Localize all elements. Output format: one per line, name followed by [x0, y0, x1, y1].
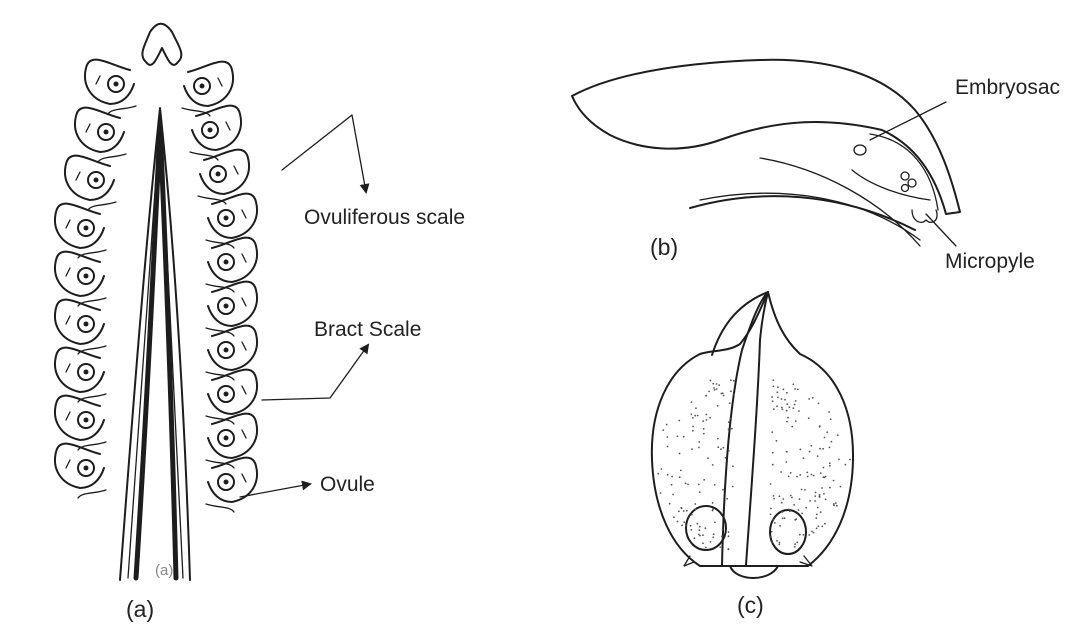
caption-b: (b) — [650, 236, 678, 259]
cone-axis — [120, 108, 190, 580]
panel-a-arrows — [240, 115, 368, 497]
left-scale-8 — [55, 396, 106, 450]
panel-b-scale — [572, 60, 960, 246]
embryosac-cell — [854, 145, 866, 155]
ovule-cell-1 — [901, 172, 909, 180]
integument-line — [852, 170, 930, 200]
label-ovuliferous-scale: Ovuliferous scale — [304, 207, 465, 228]
panel-c-scale — [652, 292, 853, 578]
micropyle-mark — [912, 210, 937, 222]
ovule-cell-2 — [908, 179, 916, 187]
micropyle-leader — [926, 214, 956, 246]
right-scale-4 — [206, 194, 257, 248]
base-notch — [730, 566, 778, 578]
right-scale-3 — [198, 150, 249, 204]
left-scale-1 — [85, 60, 136, 114]
base-tooth-right — [800, 556, 812, 566]
left-scale-9 — [55, 444, 106, 498]
ovuliferous-scale-arrow — [282, 115, 366, 192]
left-scale-6 — [55, 300, 106, 354]
caption-c: (c) — [737, 594, 764, 617]
left-scale-5 — [55, 252, 106, 306]
keel-right — [746, 292, 768, 565]
left-scale-7 — [55, 348, 106, 402]
label-embryosac: Embryosac — [955, 77, 1060, 98]
left-scale-column — [55, 60, 136, 498]
scale-body — [572, 60, 960, 214]
panel-a-cone — [55, 24, 368, 580]
right-scale-1 — [182, 62, 233, 116]
caption-a: (a) — [126, 598, 154, 621]
bract-line-1 — [690, 196, 915, 230]
left-scale-3 — [65, 156, 116, 210]
label-micropyle: Micropyle — [945, 251, 1035, 272]
label-bract-scale: Bract Scale — [314, 319, 421, 340]
embryosac-leader — [870, 102, 946, 140]
apical-scale — [142, 24, 181, 65]
right-scale-2 — [190, 106, 241, 160]
bract-scale-arrow — [262, 345, 368, 400]
right-scale-column — [182, 62, 257, 512]
ovule-cell-3 — [902, 185, 909, 192]
ovule-right — [770, 510, 806, 554]
label-ovule: Ovule — [320, 474, 375, 495]
panel-a-inner-mark: (a) — [155, 563, 173, 578]
left-scale-2 — [75, 108, 126, 162]
left-scale-4 — [55, 204, 106, 258]
